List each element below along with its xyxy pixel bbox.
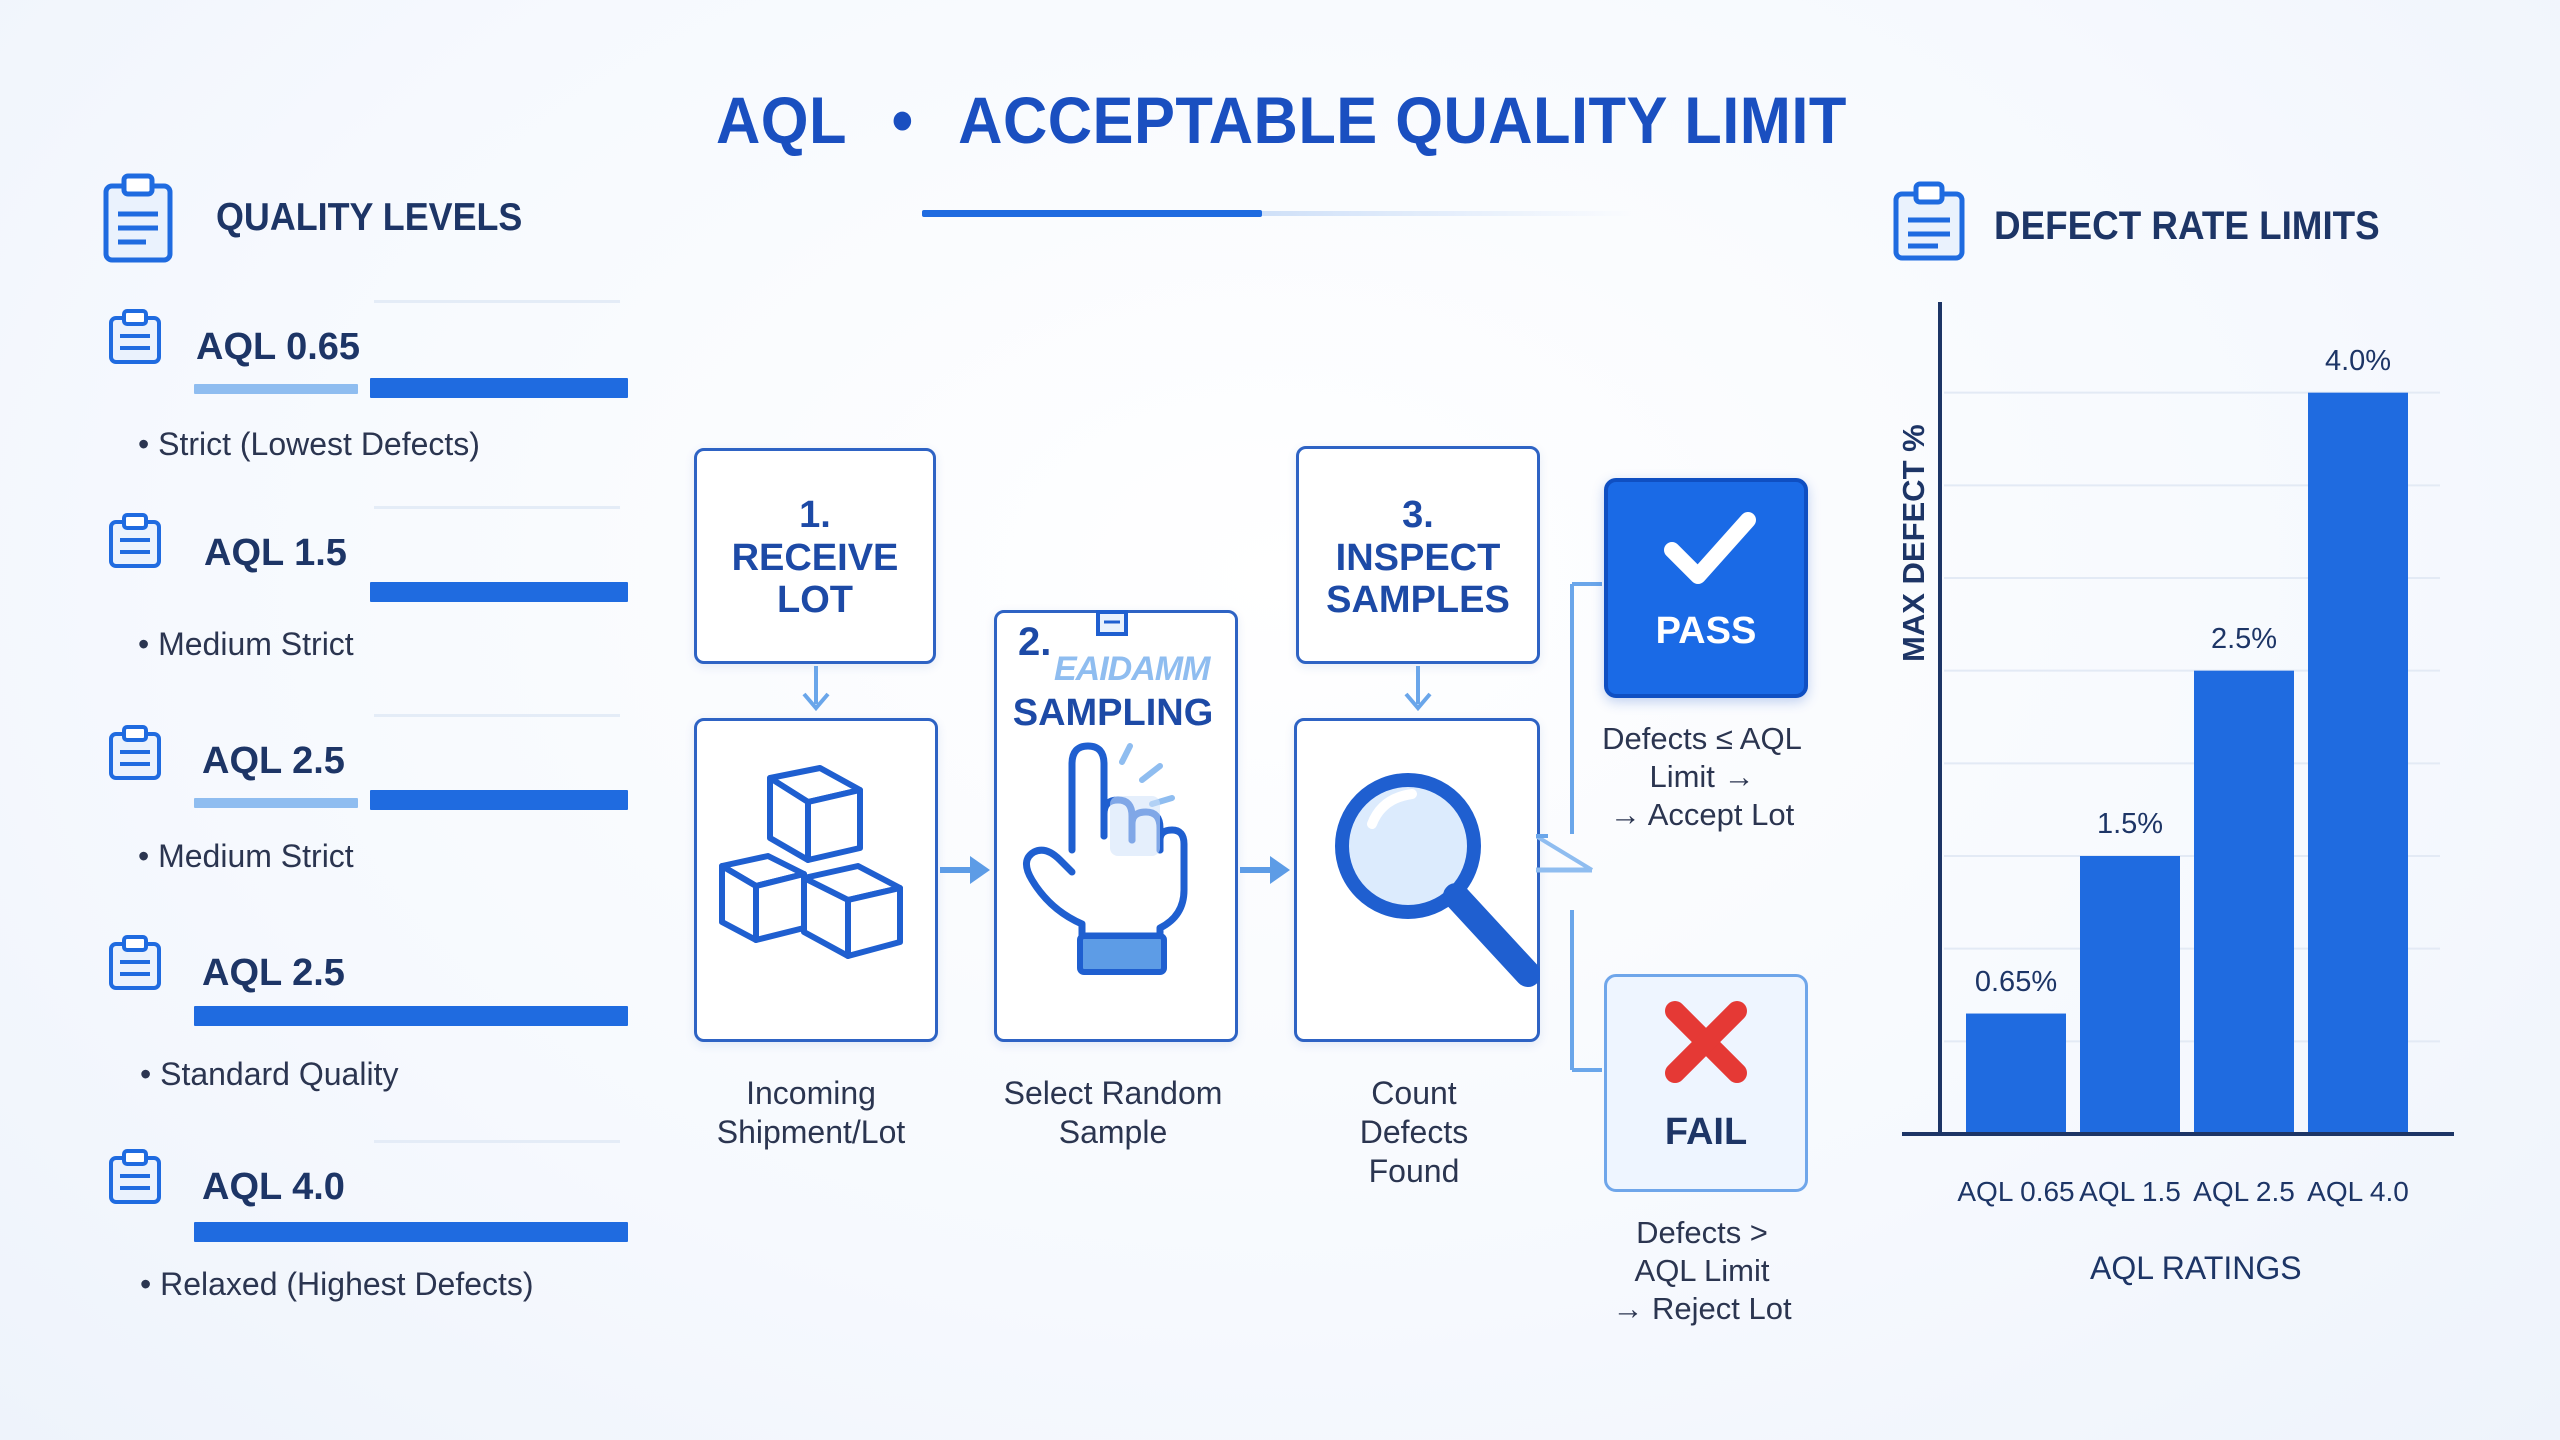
step-1-title-line2: LOT (777, 579, 853, 622)
level-description: Strict (Lowest Defects) (138, 426, 480, 463)
x-axis-title: AQL RATINGS (2090, 1250, 2302, 1286)
level-description: Medium Strict (138, 626, 354, 663)
fail-note-line2: AQL Limit (1634, 1252, 1770, 1288)
pass-label: PASS (1655, 610, 1757, 652)
hand-pick-icon (1023, 742, 1188, 975)
step-1-title-line1: RECEIVE (731, 536, 899, 579)
level-bar-light (194, 384, 358, 394)
level-divider (374, 1140, 620, 1143)
clipboard-icon (103, 173, 173, 263)
fail-note-line1: Defects > (1636, 1215, 1768, 1250)
x-tick-label: AQL 0.65 (1957, 1176, 2075, 1207)
bar-value-label: 2.5% (2210, 622, 2278, 655)
checkmark-icon (1664, 512, 1756, 584)
level-bar-light (194, 798, 358, 808)
step-2-number: 2. (1018, 620, 1052, 664)
level-divider (374, 300, 620, 303)
bar (2080, 856, 2180, 1134)
step-3-caption-line1: Count (1371, 1075, 1457, 1111)
arrow-down-icon (802, 666, 830, 712)
title-full: ACCEPTABLE QUALITY LIMIT (958, 83, 1847, 157)
quality-levels-heading: QUALITY LEVELS (216, 196, 523, 239)
x-tick-label: AQL 2.5 (2193, 1176, 2295, 1207)
boxes-icon (719, 765, 903, 959)
level-name: AQL 1.5 (204, 532, 347, 574)
pass-note-line1: Defects ≤ AQL (1602, 721, 1802, 756)
level-bar (194, 1222, 628, 1242)
page-title: AQL • ACCEPTABLE QUALITY LIMIT (91, 82, 2472, 158)
level-name: AQL 0.65 (196, 326, 361, 368)
title-aql: AQL (715, 83, 847, 157)
bar (1966, 1013, 2066, 1134)
level-bar (370, 790, 628, 810)
pass-box: PASS (1604, 478, 1808, 698)
pass-note-line2: Limit → (1649, 758, 1755, 794)
pass-note-line3: → Accept Lot (1609, 796, 1795, 832)
step-3-title-line1: INSPECT (1335, 536, 1501, 579)
x-tick-label: AQL 4.0 (2307, 1176, 2409, 1207)
fail-note: Defects > AQL Limit → Reject Lot (1570, 1214, 1834, 1327)
step-2-scribble-text: EAIDAMM (1054, 650, 1210, 688)
x-mark-icon (1665, 1001, 1747, 1083)
arrow-down-icon (1404, 666, 1432, 712)
level-bar (194, 1006, 628, 1026)
level-name: AQL 2.5 (202, 740, 345, 782)
step-2-caption-line2: Sample (1058, 1114, 1168, 1151)
title-underline (922, 210, 1262, 217)
fail-box: FAIL (1604, 974, 1808, 1192)
level-description: Medium Strict (138, 838, 354, 875)
level-bar (370, 378, 628, 398)
step-3-caption: Count Defects Found (1286, 1074, 1542, 1191)
magnifier-icon (1335, 773, 1540, 987)
clipboard-icon (109, 1149, 161, 1204)
level-name: AQL 2.5 (202, 952, 345, 994)
clipboard-icon (109, 513, 161, 568)
bar (2194, 670, 2294, 1134)
step-3-number: 3. (1402, 494, 1434, 536)
arrow-right-icon (1240, 856, 1290, 884)
step-3-title-line2: SAMPLES (1326, 579, 1510, 622)
bar-value-label: 0.65% (1974, 965, 2058, 998)
fail-note-line3: → Reject Lot (1612, 1290, 1792, 1326)
clipboard-icon (109, 309, 161, 364)
step-1-caption: Incoming Shipment/Lot (676, 1074, 946, 1152)
pass-note: Defects ≤ AQL Limit → → Accept Lot (1570, 720, 1834, 833)
x-tick-label: AQL 1.5 (2079, 1176, 2181, 1207)
level-bar (370, 582, 628, 602)
y-axis-title: MAX DEFECT % (1896, 424, 1931, 662)
level-name: AQL 4.0 (202, 1166, 345, 1208)
clipboard-icon (1893, 181, 1965, 261)
step-1-number: 1. (799, 494, 831, 536)
level-description: Standard Quality (140, 1056, 398, 1093)
step-1-title-box (694, 448, 936, 664)
branch-connector (1536, 582, 1602, 1072)
step-1-caption-line1: Incoming (746, 1075, 876, 1111)
title-separator: • (891, 83, 914, 157)
step-2-title: SAMPLING (1012, 692, 1214, 734)
bar (2308, 392, 2408, 1135)
level-description: Relaxed (Highest Defects) (140, 1266, 533, 1303)
bar-value-label: 1.5% (2096, 808, 2164, 840)
step-3-caption-line2: Defects (1359, 1114, 1469, 1151)
small-tag-icon (1096, 610, 1128, 636)
title-underline-fade (1262, 211, 1632, 216)
arrow-right-icon (940, 856, 990, 884)
fail-label: FAIL (1664, 1111, 1748, 1153)
step-3-title-box (1296, 446, 1540, 664)
step-2-caption-line1: Select Random (1003, 1075, 1223, 1111)
clipboard-icon (109, 725, 161, 780)
step-1-caption-line2: Shipment/Lot (716, 1114, 906, 1151)
bar-value-label: 4.0% (2324, 344, 2392, 377)
level-divider (374, 714, 620, 717)
step-3-caption-line3: Found (1368, 1153, 1460, 1190)
chart-title: DEFECT RATE LIMITS (1994, 204, 2380, 248)
level-divider (374, 506, 620, 509)
step-2-caption: Select Random Sample (970, 1074, 1256, 1152)
clipboard-icon (109, 935, 161, 990)
